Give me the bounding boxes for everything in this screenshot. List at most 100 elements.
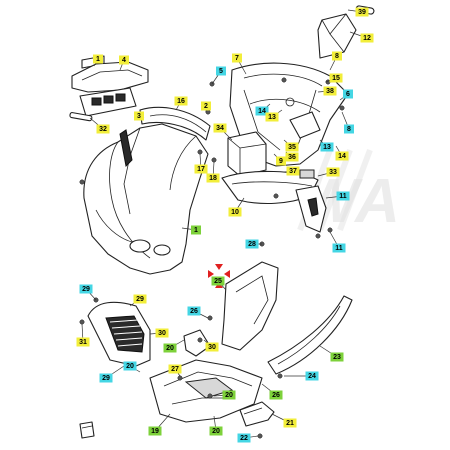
- callout-tag-number: 20: [225, 392, 233, 399]
- callout-tag-background: [119, 55, 129, 65]
- callout-tag-background: [206, 173, 220, 183]
- callout-tag: 2: [201, 101, 211, 111]
- callout-tag-number: 6: [346, 91, 350, 98]
- callout-tag-number: 34: [216, 125, 224, 132]
- callout-tag-background: [211, 276, 225, 286]
- callout-tag-background: [191, 225, 201, 235]
- callout-tag-number: 14: [338, 153, 346, 160]
- callout-tag: 27: [168, 364, 182, 374]
- callout-tag: 15: [329, 73, 343, 83]
- callout-tag-background: [305, 371, 319, 381]
- part-side-panel: [267, 295, 353, 375]
- callout-tag-background: [283, 418, 297, 428]
- callout-tag: 13: [265, 112, 279, 122]
- callout-tag: 7: [232, 53, 242, 63]
- callout-tag: 29: [79, 284, 93, 294]
- callout-tag-number: 9: [279, 158, 283, 165]
- callout-tag: 35: [285, 142, 299, 152]
- callout-tag: 20: [222, 390, 236, 400]
- callout-tag-background: [344, 124, 354, 134]
- callout-tag-number: 3: [137, 113, 141, 120]
- callout-tag-number: 8: [347, 126, 351, 133]
- callout-tag-number: 27: [171, 366, 179, 373]
- callout-tag-background: [228, 207, 242, 217]
- callout-tag: 1: [93, 54, 103, 64]
- callout-tag-number: 13: [268, 114, 276, 121]
- callout-tag-number: 32: [99, 126, 107, 133]
- callout-tag-background: [209, 426, 223, 436]
- part-upper-trim: [139, 106, 211, 141]
- part-lower-inner-shield: [221, 170, 319, 204]
- callout-tag: 1: [191, 225, 201, 235]
- callout-tag-number: 24: [308, 373, 316, 380]
- callout-tag-background: [265, 112, 279, 122]
- callout-tag: 30: [155, 328, 169, 338]
- part-lens-strip: [69, 112, 93, 122]
- callout-tag: 11: [332, 243, 346, 253]
- callout-tag: 23: [330, 352, 344, 362]
- callout-tag: 5: [216, 66, 226, 76]
- callout-tag: 34: [213, 123, 227, 133]
- callout-tag-number: 16: [177, 98, 185, 105]
- callout-tag-background: [320, 142, 334, 152]
- callout-tag-background: [163, 343, 177, 353]
- callout-tag-background: [194, 164, 208, 174]
- callout-labels: 3912871538561413841341623323536131491817…: [76, 7, 374, 443]
- callout-tag-background: [245, 239, 259, 249]
- callout-tag-background: [237, 433, 251, 443]
- callout-tag: 37: [286, 166, 300, 176]
- callout-tag: 6: [343, 89, 353, 99]
- callout-tag-background: [155, 328, 169, 338]
- callout-tag-background: [329, 73, 343, 83]
- callout-tag: 31: [76, 337, 90, 347]
- callout-tag-number: 2: [204, 103, 208, 110]
- callout-tag: 16: [174, 96, 188, 106]
- callout-tag-background: [360, 33, 374, 43]
- callout-tag-number: 10: [231, 209, 239, 216]
- callout-tag-background: [222, 390, 236, 400]
- part-front-cover: [83, 123, 209, 275]
- callout-tag: 20: [163, 343, 177, 353]
- callout-tag: 33: [326, 167, 340, 177]
- callout-tag-number: 37: [289, 168, 297, 175]
- callout-tag: 3: [134, 111, 144, 121]
- callout-tag-number: 22: [240, 435, 248, 442]
- callout-tag-number: 31: [79, 339, 87, 346]
- callout-tag: 32: [96, 124, 110, 134]
- callout-tag-background: [286, 166, 300, 176]
- callout-tag-number: 11: [335, 245, 343, 252]
- callout-tag-background: [168, 364, 182, 374]
- callout-tag-number: 29: [102, 375, 110, 382]
- callout-tag-number: 20: [126, 363, 134, 370]
- callout-tag-background: [79, 284, 93, 294]
- callout-tag-number: 4: [122, 57, 126, 64]
- callout-tag-number: 30: [208, 344, 216, 351]
- callout-tag-background: [276, 156, 286, 166]
- callout-tag: 13: [320, 142, 334, 152]
- callout-tag: 22: [237, 433, 251, 443]
- callout-tag: 24: [305, 371, 319, 381]
- callout-tag-background: [326, 167, 340, 177]
- callout-tag-number: 1: [96, 56, 100, 63]
- callout-tag: 14: [255, 106, 269, 116]
- callout-tag: 18: [206, 173, 220, 183]
- callout-tag-background: [213, 123, 227, 133]
- callout-tag-background: [343, 89, 353, 99]
- callout-tag-number: 20: [212, 428, 220, 435]
- callout-tag: 9: [276, 156, 286, 166]
- callout-tag: 38: [323, 86, 337, 96]
- callout-tag-background: [232, 53, 242, 63]
- callout-tag-background: [335, 151, 349, 161]
- callout-tag: 11: [336, 191, 350, 201]
- callout-tag-background: [201, 101, 211, 111]
- callout-tag: 20: [123, 361, 137, 371]
- part-center-cover: [221, 261, 279, 351]
- part-hook: [183, 329, 211, 357]
- callout-tag-number: 39: [358, 9, 366, 16]
- callout-tag: 36: [285, 152, 299, 162]
- part-handle-cover: [71, 61, 149, 93]
- callout-tag-number: 5: [219, 68, 223, 75]
- callout-tag-number: 20: [166, 345, 174, 352]
- callout-tag-background: [99, 373, 113, 383]
